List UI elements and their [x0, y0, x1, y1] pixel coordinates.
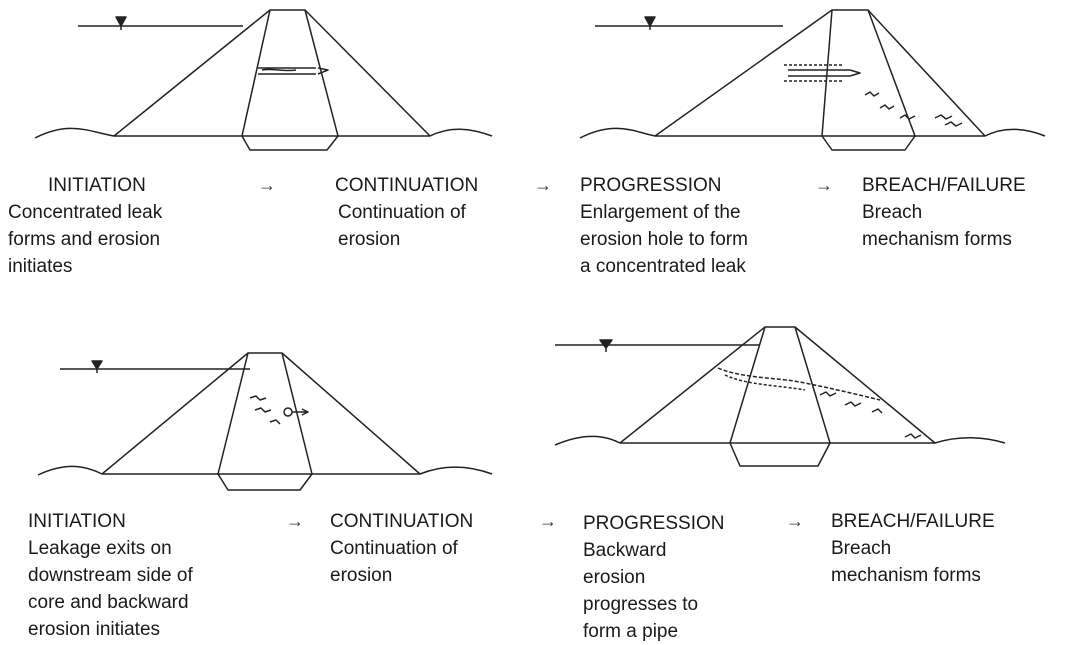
row1-stage4-title: BREACH/FAILURE: [862, 175, 1026, 196]
desc-line: erosion hole to form: [580, 229, 748, 250]
row1-arrow-3: →: [815, 175, 833, 195]
row1-stage1-description: Concentrated leak forms and erosion init…: [8, 199, 162, 280]
dam-diagram-2: [579, 9, 1046, 151]
row2-stage2: CONTINUATION Continuation of erosion: [330, 508, 473, 589]
row1-stage4-description: Breach mechanism forms: [862, 199, 1026, 253]
desc-line: erosion: [583, 567, 646, 588]
row1-stage3-title: PROGRESSION: [580, 175, 722, 196]
row2-arrow-3: →: [786, 511, 804, 531]
row2-stage3-description: Backward erosion progresses to form a pi…: [583, 537, 724, 645]
desc-line: forms and erosion: [8, 229, 161, 250]
row2-stage1-description: Leakage exits on downstream side of core…: [28, 535, 193, 643]
row1-arrow-2: →: [534, 175, 552, 195]
desc-line: downstream side of: [28, 565, 193, 586]
row1-arrow-1: →: [258, 175, 276, 195]
desc-line: Leakage exits on: [28, 538, 172, 559]
desc-line: mechanism forms: [831, 565, 981, 586]
desc-line: Enlargement of the: [580, 202, 741, 223]
row1-stage1-title: INITIATION: [48, 175, 146, 196]
row1-stage2: CONTINUATION Continuation of erosion: [335, 172, 478, 253]
desc-line: Continuation of: [338, 202, 466, 223]
row1-stage1: INITIATION Concentrated leak forms and e…: [8, 172, 162, 280]
desc-line: core and backward: [28, 592, 189, 613]
desc-line: progresses to: [583, 594, 699, 615]
row2-arrow-2: →: [539, 511, 557, 531]
row2-stage2-description: Continuation of erosion: [330, 535, 473, 589]
desc-line: Backward: [583, 540, 667, 561]
desc-line: Continuation of: [330, 538, 458, 559]
desc-line: erosion initiates: [28, 619, 161, 640]
desc-line: Breach: [862, 202, 923, 223]
desc-line: mechanism forms: [862, 229, 1012, 250]
row1-stage4: BREACH/FAILURE Breach mechanism forms: [862, 172, 1026, 253]
dam-diagram-4: [554, 326, 1006, 467]
row2-stage2-title: CONTINUATION: [330, 511, 474, 532]
row2-stage4-title: BREACH/FAILURE: [831, 511, 995, 532]
desc-line: erosion: [330, 565, 393, 586]
desc-line: initiates: [8, 256, 73, 277]
desc-line: a concentrated leak: [580, 256, 746, 277]
row2-stage1-title: INITIATION: [28, 511, 126, 532]
row1-stage3: PROGRESSION Enlargement of the erosion h…: [580, 172, 748, 280]
row2-stage1: INITIATION Leakage exits on downstream s…: [28, 508, 193, 643]
row1-stage2-description: Continuation of erosion: [335, 199, 478, 253]
desc-line: form a pipe: [583, 621, 679, 642]
row2-stage3-title: PROGRESSION: [583, 513, 725, 534]
desc-line: Concentrated leak: [8, 202, 163, 223]
row1-stage2-title: CONTINUATION: [335, 175, 479, 196]
dam-diagram-1: [34, 9, 493, 151]
desc-line: erosion: [338, 229, 401, 250]
row1-stage3-description: Enlargement of the erosion hole to form …: [580, 199, 748, 280]
row2-stage3: PROGRESSION Backward erosion progresses …: [583, 510, 724, 645]
dam-diagram-3: [37, 352, 493, 491]
row2-stage4-description: Breach mechanism forms: [831, 535, 995, 589]
desc-line: Breach: [831, 538, 892, 559]
row2-stage4: BREACH/FAILURE Breach mechanism forms: [831, 508, 995, 589]
row2-arrow-1: →: [286, 511, 304, 531]
